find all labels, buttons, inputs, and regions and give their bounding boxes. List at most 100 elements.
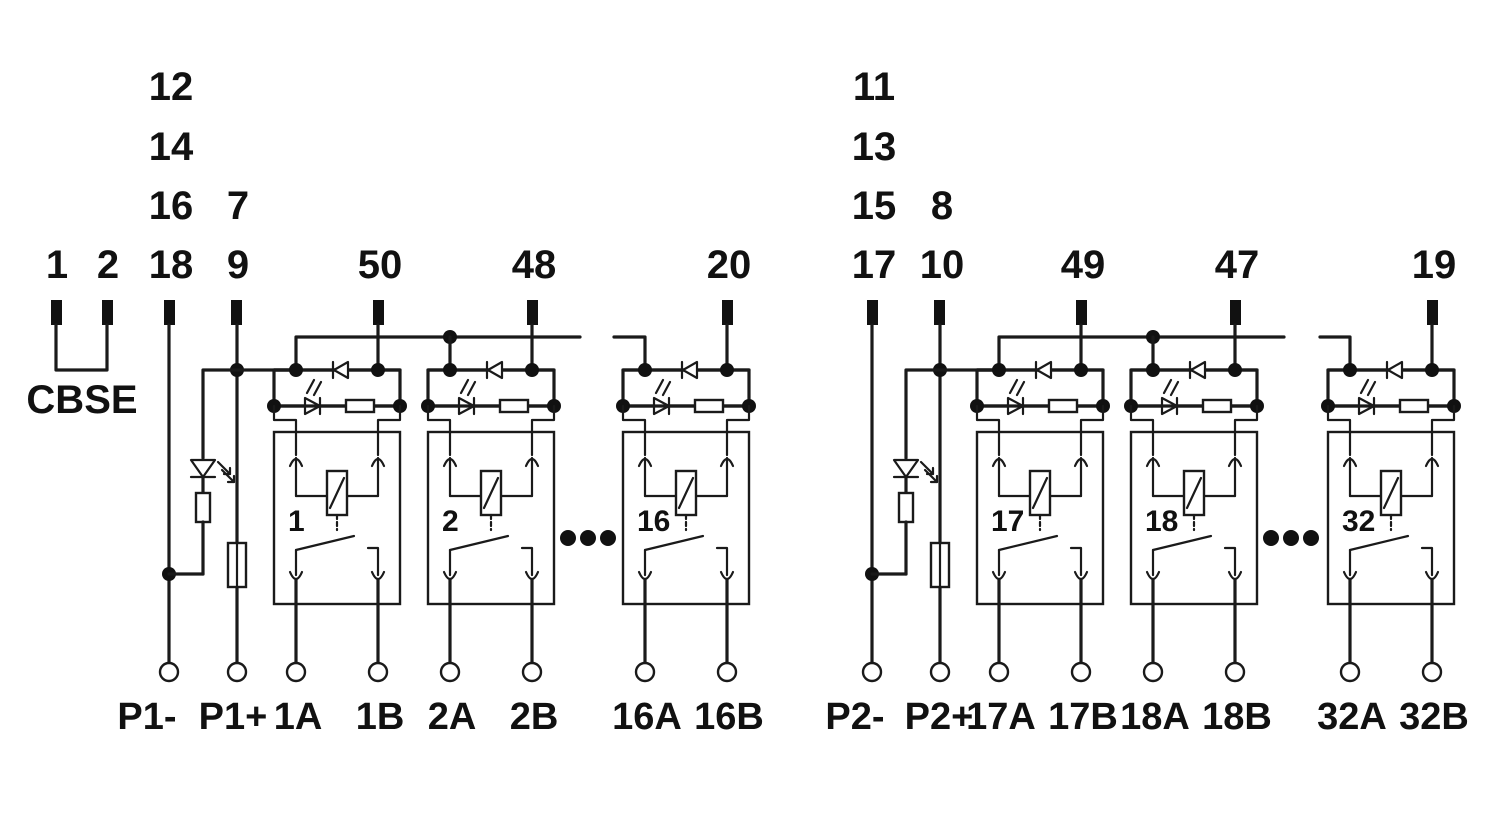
led-resistor bbox=[1047, 398, 1079, 414]
junction-dot bbox=[720, 363, 734, 377]
output-terminal-label: 2B bbox=[510, 696, 559, 738]
coil-feed-wire bbox=[975, 404, 1001, 457]
ellipsis-dot bbox=[580, 530, 596, 546]
coil-feed-wire bbox=[621, 404, 647, 457]
junction-dot bbox=[1146, 363, 1160, 377]
screw-terminal-icon bbox=[158, 661, 180, 683]
screw-terminal-icon bbox=[367, 661, 389, 683]
led-ray bbox=[305, 378, 316, 395]
switch-contact-icon bbox=[1151, 534, 1213, 552]
common-terminal: 15 bbox=[852, 184, 897, 228]
power-led-icon bbox=[892, 458, 939, 484]
coil-feed-wire bbox=[1326, 404, 1352, 457]
supply-terminal-pin bbox=[934, 300, 945, 325]
junction-dot bbox=[638, 363, 652, 377]
channel-number: 18 bbox=[1145, 505, 1178, 538]
screw-terminal-icon bbox=[226, 661, 248, 683]
coil-feed-wire bbox=[1430, 404, 1456, 457]
channel-number: 16 bbox=[637, 505, 670, 538]
common-terminal: 17 bbox=[852, 243, 897, 287]
coil-feed-wire bbox=[530, 404, 556, 457]
output-terminal-label: 16B bbox=[694, 696, 764, 738]
output-terminal-label: 1A bbox=[274, 696, 323, 738]
led-ray bbox=[312, 380, 323, 397]
right-block: 11 13 15 17 8 10 bbox=[825, 65, 1352, 738]
screw-terminal-icon bbox=[1224, 661, 1246, 683]
diode-icon bbox=[681, 360, 699, 380]
junction-dot bbox=[443, 363, 457, 377]
diode-icon bbox=[1035, 360, 1053, 380]
coil-diagonal bbox=[1185, 476, 1203, 510]
screw-terminal-icon bbox=[1142, 661, 1164, 683]
diode-icon bbox=[332, 360, 350, 380]
coil-diagonal bbox=[1031, 476, 1049, 510]
bridge-label: CBSE bbox=[26, 378, 137, 422]
common-terminal: 16 bbox=[149, 184, 194, 228]
screw-terminal-icon bbox=[1339, 661, 1361, 683]
screw-terminal-icon bbox=[1421, 661, 1443, 683]
coil-diagonal bbox=[677, 476, 695, 510]
bottom-terminal-label: P2+ bbox=[905, 696, 974, 738]
channel-top-terminal: 48 bbox=[512, 243, 557, 287]
indicator-resistor bbox=[194, 491, 212, 524]
channel-number: 17 bbox=[991, 505, 1024, 538]
supply-terminal: 9 bbox=[227, 243, 249, 287]
screw-terminal-icon bbox=[988, 661, 1010, 683]
supply-terminal: 10 bbox=[920, 243, 965, 287]
led-resistor bbox=[1398, 398, 1430, 414]
led-resistor bbox=[1201, 398, 1233, 414]
common-bus bbox=[997, 335, 1286, 372]
channel-top-terminal: 49 bbox=[1061, 243, 1106, 287]
junction-dot bbox=[992, 363, 1006, 377]
led-ray bbox=[1162, 378, 1173, 395]
left-block: 12 14 16 18 7 9 bbox=[117, 65, 647, 738]
ellipsis-dot bbox=[560, 530, 576, 546]
led-ray bbox=[466, 380, 477, 397]
relay-channel-1: 50 1 1A 1B bbox=[267, 243, 407, 738]
led-ray bbox=[1169, 380, 1180, 397]
bottom-terminal-label: P1- bbox=[117, 696, 176, 738]
led-ray bbox=[1359, 378, 1370, 395]
output-terminal-label: 2A bbox=[428, 696, 477, 738]
diode-icon bbox=[486, 360, 504, 380]
junction-dot bbox=[1074, 363, 1088, 377]
channel-terminal-pin bbox=[1427, 300, 1438, 325]
output-terminal-label: 32B bbox=[1399, 696, 1469, 738]
common-terminal: 14 bbox=[149, 125, 194, 169]
channel-top-terminal: 20 bbox=[707, 243, 752, 287]
junction-dot bbox=[525, 363, 539, 377]
led-ray bbox=[1366, 380, 1377, 397]
coil-feed-wire bbox=[272, 404, 298, 457]
screw-terminal-icon bbox=[1070, 661, 1092, 683]
screw-terminal-icon bbox=[439, 661, 461, 683]
bottom-terminal-label: P2- bbox=[825, 696, 884, 738]
led-ray bbox=[1008, 378, 1019, 395]
junction-dot bbox=[371, 363, 385, 377]
channel-terminal-pin bbox=[722, 300, 733, 325]
screw-terminal-icon bbox=[861, 661, 883, 683]
led-resistor bbox=[693, 398, 725, 414]
common-terminal-pin bbox=[867, 300, 878, 325]
coil-feed-wire bbox=[376, 404, 402, 457]
common-terminal: 13 bbox=[852, 125, 897, 169]
switch-contact-icon bbox=[997, 534, 1059, 552]
common-terminal: 18 bbox=[149, 243, 194, 287]
channel-number: 1 bbox=[288, 505, 305, 538]
screw-terminal-icon bbox=[285, 661, 307, 683]
junction-dot bbox=[1343, 363, 1357, 377]
common-bus bbox=[1318, 335, 1352, 372]
output-terminal-label: 18A bbox=[1120, 696, 1190, 738]
common-terminal-pin bbox=[164, 300, 175, 325]
output-terminal-label: 17A bbox=[966, 696, 1036, 738]
supply-terminal: 8 bbox=[931, 184, 953, 228]
diode-icon bbox=[1189, 360, 1207, 380]
channel-top-terminal: 50 bbox=[358, 243, 403, 287]
bridge-terminal-pin bbox=[102, 300, 113, 325]
output-terminal-label: 1B bbox=[356, 696, 405, 738]
led-resistor bbox=[344, 398, 376, 414]
